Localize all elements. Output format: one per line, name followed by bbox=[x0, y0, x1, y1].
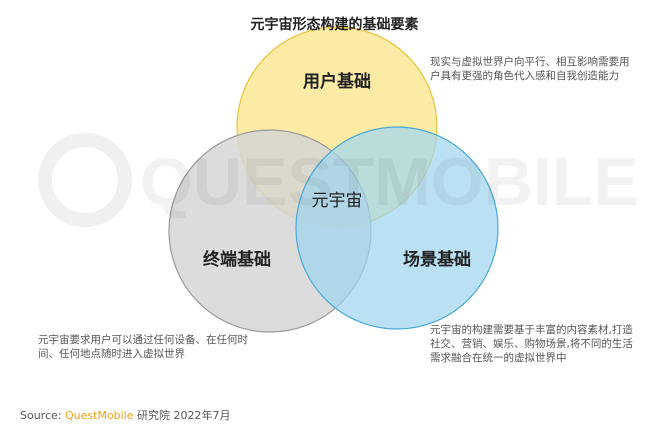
circle-scene bbox=[295, 126, 499, 330]
source-prefix: Source: bbox=[20, 409, 62, 422]
note-scene: 元宇宙的构建需要基于丰富的内容素材,打造社交、营销、娱乐、购物场景,将不同的生活… bbox=[430, 324, 633, 364]
source-suffix: 研究院 2022年7月 bbox=[137, 409, 231, 422]
note-terminal: 元宇宙要求用户可以通过任何设备、在任何时间、任何地点随时进入虚拟世界 bbox=[38, 334, 248, 360]
label-center: 元宇宙 bbox=[312, 191, 363, 211]
label-scene: 场景基础 bbox=[403, 249, 471, 270]
diagram-title: 元宇宙形态构建的基础要素 bbox=[250, 17, 419, 33]
label-terminal: 终端基础 bbox=[203, 249, 271, 270]
source-brand: QuestMobile bbox=[65, 409, 134, 422]
label-user: 用户基础 bbox=[303, 71, 371, 92]
source-line: Source: QuestMobile 研究院 2022年7月 bbox=[20, 407, 231, 423]
note-user: 现实与虚拟世界户向平行、相互影响需要用户具有更强的角色代入感和自我创造能力 bbox=[430, 56, 630, 82]
